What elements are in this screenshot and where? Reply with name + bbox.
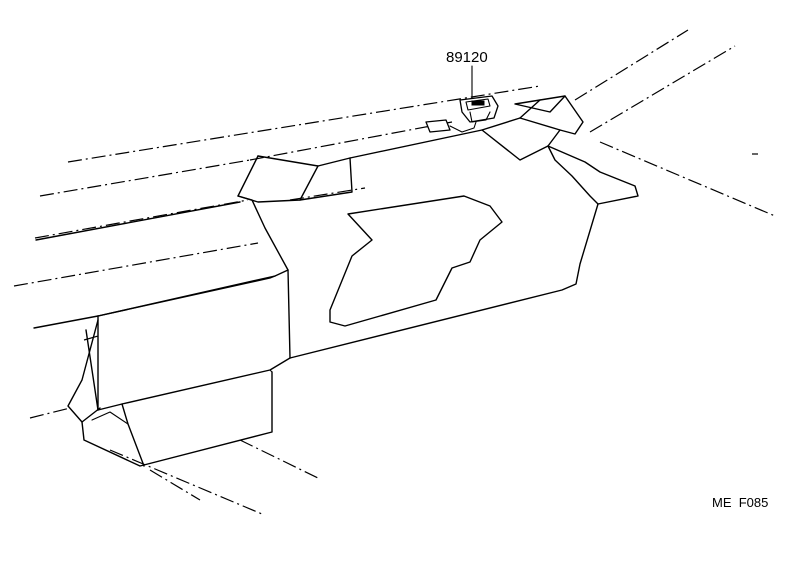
panel-front-upper-edge xyxy=(35,201,241,241)
switch-assembly-89120 xyxy=(425,65,499,133)
phantom-line-top-3 xyxy=(249,121,453,161)
phantom-line-bottom-1 xyxy=(109,449,263,515)
lower-tray xyxy=(81,371,273,467)
panel-top-right-lip xyxy=(519,117,639,205)
lower-housing-front xyxy=(97,275,276,317)
phantom-line-left-1 xyxy=(34,199,249,239)
panel-right-edge xyxy=(289,203,599,359)
drawing-code-label: ME F085 xyxy=(712,495,768,510)
panel-upper-left-ridge xyxy=(237,155,319,203)
lower-tray-crease xyxy=(91,411,129,425)
glove-box-recess xyxy=(329,195,503,327)
panel-top-right-cap xyxy=(514,95,566,113)
phantom-line-left-2 xyxy=(13,242,259,287)
lower-housing-left xyxy=(67,319,101,423)
phantom-line-bottom-3 xyxy=(239,439,319,479)
console-edge xyxy=(269,369,273,373)
switch-face xyxy=(465,98,491,111)
panel-upper-left-bend xyxy=(237,195,291,359)
phantom-line-right-3 xyxy=(599,141,776,217)
part-number-label: 89120 xyxy=(446,49,488,66)
phantom-line-bottom-4 xyxy=(29,407,71,419)
panel-front-lower-edge xyxy=(33,269,289,329)
phantom-line-center-1 xyxy=(289,187,366,201)
switch-wire xyxy=(449,121,477,133)
phantom-lines xyxy=(13,29,776,515)
phantom-line-right-2 xyxy=(589,45,736,133)
panel-band-top xyxy=(299,157,353,201)
lower-housing-outer xyxy=(97,315,291,411)
switch-slot xyxy=(471,100,485,106)
instrument-panel xyxy=(33,95,639,467)
phantom-line-top-2 xyxy=(39,159,251,197)
switch-connector xyxy=(425,119,451,133)
lower-housing-diagonal xyxy=(85,329,99,411)
panel-band-right-step xyxy=(547,145,599,205)
phantom-line-right-1 xyxy=(574,29,689,101)
phantom-line-bottom-5 xyxy=(83,335,99,341)
panel-top-edge xyxy=(257,95,584,167)
phantom-line-bottom-2 xyxy=(149,469,201,501)
phantom-line-top-1 xyxy=(67,85,541,163)
switch-housing xyxy=(469,111,491,123)
lower-tray-inner xyxy=(121,403,145,467)
panel-band-center xyxy=(481,129,549,161)
